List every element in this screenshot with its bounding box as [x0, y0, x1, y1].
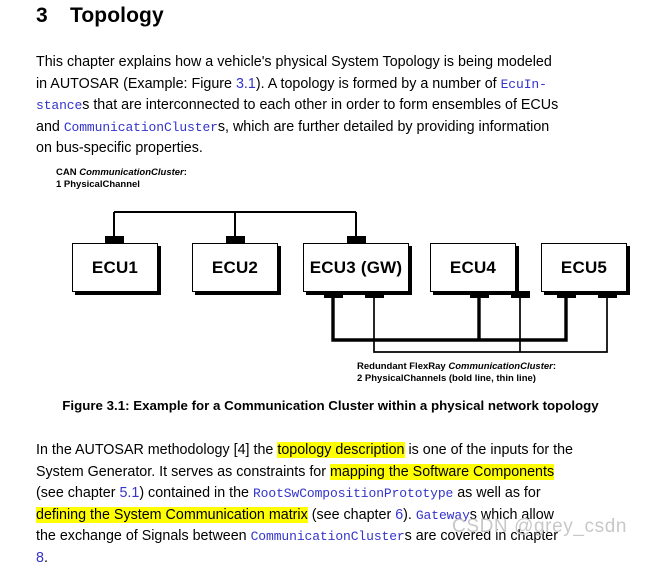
- port-ecu5-flexray-a: [557, 291, 576, 298]
- chapter-title: Topology: [70, 4, 164, 27]
- flexray-cluster-label-line1: Redundant FlexRay CommunicationCluster:: [357, 361, 556, 373]
- highlight-system-communication-matrix: System Communication matrix: [114, 507, 308, 523]
- method-line-2: System Generator. It serves as constrain…: [36, 462, 656, 484]
- intro-text: ). A topology is formed by a number of: [256, 76, 501, 92]
- flexray-cluster-type: CommunicationCluster: [448, 361, 553, 372]
- method-text: s are covered in chapter: [405, 528, 558, 544]
- method-text: ) contained in the: [139, 485, 253, 501]
- intro-line-3: stances that are interconnected to each …: [36, 95, 656, 117]
- highlight-defining-the: defining the: [36, 507, 114, 523]
- port-ecu2-can: [226, 236, 245, 244]
- intro-text: s, which are further detailed by providi…: [218, 119, 549, 135]
- rootswcompositionprototype-code-link[interactable]: RootSwCompositionPrototype: [253, 486, 453, 501]
- ecuinstance-code-link[interactable]: EcuIn-: [501, 77, 547, 92]
- ecu-node-label: ECU4: [450, 258, 496, 278]
- method-line-4: defining the System Communication matrix…: [36, 505, 656, 527]
- communicationcluster-code-link-2[interactable]: CommunicationCluster: [251, 529, 405, 544]
- flexray-cluster-label: Redundant FlexRay CommunicationCluster: …: [357, 361, 556, 384]
- chapter-number: 3: [36, 4, 70, 28]
- intro-line-4: and CommunicationClusters, which are fur…: [36, 117, 656, 139]
- port-ecu5-flexray-b: [598, 291, 617, 298]
- method-text: (see chapter: [308, 507, 395, 523]
- ecu-node-label: ECU3 (GW): [310, 258, 402, 278]
- ecu-node-ecu5: ECU5: [541, 243, 627, 292]
- method-line-5: the exchange of Signals between Communic…: [36, 526, 656, 548]
- port-ecu3-flexray-b: [365, 291, 384, 298]
- can-cluster-label: CAN CommunicationCluster: 1 PhysicalChan…: [56, 167, 187, 190]
- port-ecu1-can: [105, 236, 124, 244]
- intro-line-1-text: This chapter explains how a vehicle's ph…: [36, 52, 552, 74]
- port-ecu4-flexray-b: [511, 291, 530, 298]
- highlight-mapping-software-components: mapping the Software Components: [330, 464, 554, 480]
- ecu-node-ecu3-gateway: ECU3 (GW): [303, 243, 409, 292]
- ecu-node-label: ECU1: [92, 258, 138, 278]
- method-text: is one of the inputs for the: [405, 442, 574, 458]
- flexray-b-path: [374, 295, 607, 352]
- methodology-paragraph: In the AUTOSAR methodology [4] the topol…: [36, 440, 656, 569]
- can-cluster-label-line1: CAN CommunicationCluster:: [56, 167, 187, 179]
- flexray-channel-a-bold: [333, 295, 566, 340]
- gateway-code-link[interactable]: Gateway: [416, 508, 470, 523]
- flexray-cluster-name: Redundant FlexRay: [357, 361, 446, 372]
- flexray-port-connectors: [324, 291, 617, 298]
- method-line-1: In the AUTOSAR methodology [4] the topol…: [36, 440, 656, 462]
- can-port-connectors: [105, 236, 366, 244]
- intro-text: in AUTOSAR (Example: Figure: [36, 76, 236, 92]
- port-ecu3-flexray-a: [324, 291, 343, 298]
- communicationcluster-code-link[interactable]: CommunicationCluster: [64, 120, 218, 135]
- method-text: as well as for: [453, 485, 540, 501]
- highlight-topology-description: topology description: [277, 442, 404, 458]
- intro-line-1: This chapter explains how a vehicle's ph…: [36, 52, 656, 74]
- ecu-node-ecu4: ECU4: [430, 243, 516, 292]
- flexray-a-path: [333, 295, 566, 340]
- ecu-node-label: ECU5: [561, 258, 607, 278]
- method-text: s which allow: [470, 507, 554, 523]
- chapter-51-link[interactable]: 5.1: [119, 485, 139, 501]
- flexray-channel-b-thin: [374, 295, 607, 352]
- intro-text: and: [36, 119, 64, 135]
- method-text: In the AUTOSAR methodology [4] the: [36, 442, 277, 458]
- ecuinstance-code-link-cont[interactable]: stance: [36, 98, 82, 113]
- port-ecu4-flexray-a: [470, 291, 489, 298]
- chapter-6-link[interactable]: 6: [395, 507, 403, 523]
- port-ecu3-can: [347, 236, 366, 244]
- method-text: System Generator. It serves as constrain…: [36, 464, 330, 480]
- method-text: (see chapter: [36, 485, 119, 501]
- method-text: .: [44, 550, 48, 566]
- can-cluster-name: CAN: [56, 167, 77, 178]
- method-line-3: (see chapter 5.1) contained in the RootS…: [36, 483, 656, 505]
- can-bus-wiring: [114, 212, 356, 243]
- intro-text: s that are interconnected to each other …: [82, 97, 558, 113]
- chapter-8-link[interactable]: 8: [36, 550, 44, 566]
- intro-line-5: on bus-specific properties.: [36, 138, 656, 160]
- figure-reference-link[interactable]: 3.1: [236, 76, 256, 92]
- method-text: ).: [403, 507, 416, 523]
- figure-caption: Figure 3.1: Example for a Communication …: [0, 398, 661, 413]
- ecu-node-ecu2: ECU2: [192, 243, 278, 292]
- method-text: the exchange of Signals between: [36, 528, 251, 544]
- ecu-node-label: ECU2: [212, 258, 258, 278]
- ecu-node-ecu1: ECU1: [72, 243, 158, 292]
- can-cluster-channels: 1 PhysicalChannel: [56, 179, 187, 191]
- flexray-cluster-channels: 2 PhysicalChannels (bold line, thin line…: [357, 373, 556, 385]
- can-cluster-type: CommunicationCluster: [79, 167, 184, 178]
- intro-paragraph: This chapter explains how a vehicle's ph…: [36, 52, 656, 160]
- can-cluster-colon: :: [184, 167, 187, 178]
- flexray-cluster-colon: :: [553, 361, 556, 372]
- intro-line-2: in AUTOSAR (Example: Figure 3.1). A topo…: [36, 74, 656, 96]
- method-line-6: 8.: [36, 548, 656, 569]
